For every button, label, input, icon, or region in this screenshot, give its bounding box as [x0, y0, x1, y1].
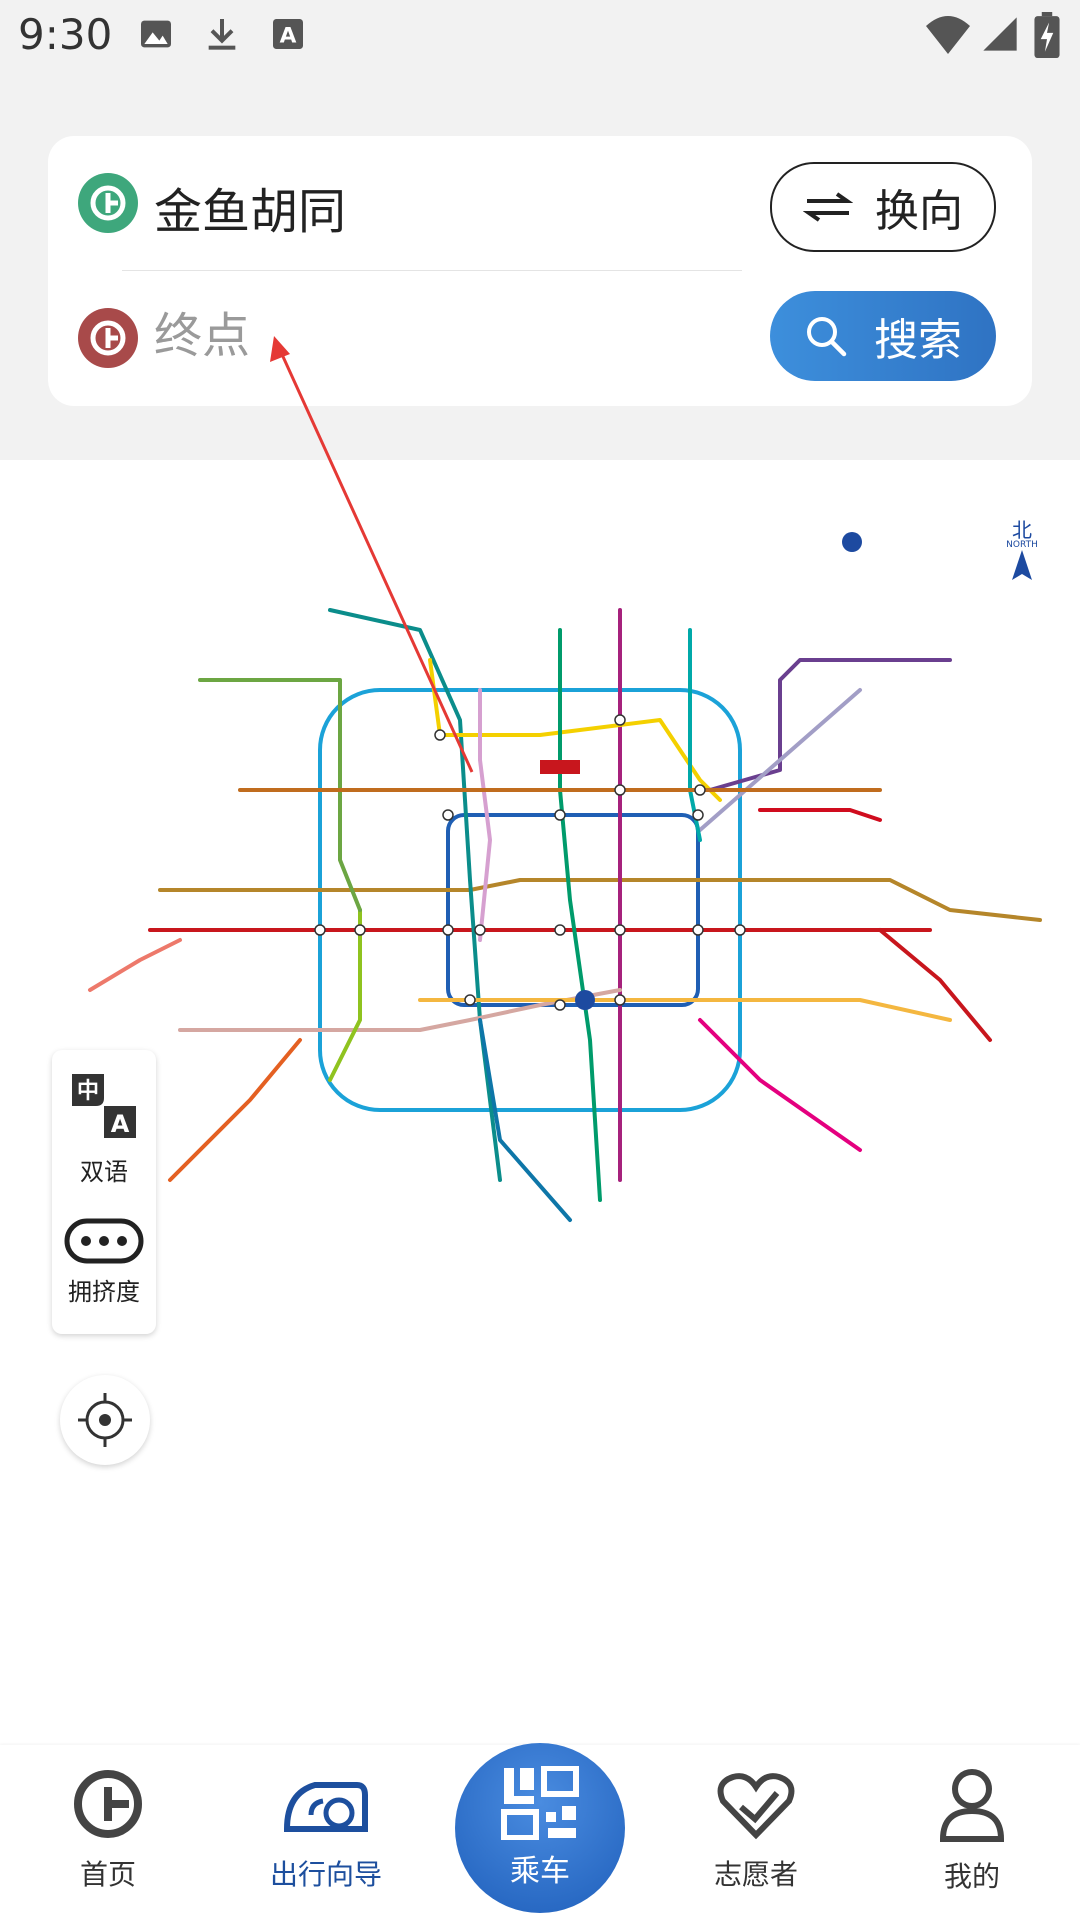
- bilingual-label: 双语: [80, 1158, 128, 1186]
- nav-home-label: 首页: [79, 1858, 136, 1891]
- swap-icon: [803, 192, 853, 222]
- nav-ride-button[interactable]: 乘车: [455, 1743, 625, 1913]
- search-label: 搜索: [874, 315, 962, 366]
- subway-map-diagram[interactable]: [0, 460, 1080, 1745]
- end-station-logo-icon: [78, 308, 138, 368]
- nav-volunteer-label: 志愿者: [713, 1858, 798, 1891]
- locate-button[interactable]: [60, 1375, 150, 1465]
- svg-text:A: A: [280, 23, 297, 48]
- nav-mine[interactable]: 我的: [902, 1767, 1042, 1895]
- status-bar: 9:30 A: [0, 0, 1080, 80]
- end-station-input[interactable]: [154, 304, 714, 368]
- search-icon: [807, 317, 847, 357]
- bottom-nav: 首页 出行向导 乘车 志愿者: [0, 1743, 1080, 1920]
- north-en-label: NORTH: [1006, 540, 1038, 550]
- wifi-icon: [926, 16, 970, 54]
- crowd-level-button[interactable]: 拥挤度: [52, 1218, 156, 1307]
- compass-arrow-icon: [1012, 550, 1032, 580]
- heart-hand-icon: [717, 1773, 795, 1840]
- download-icon: [208, 19, 236, 50]
- crowd-icon: [64, 1218, 144, 1264]
- image-icon: [141, 20, 171, 48]
- svg-text:A: A: [111, 1110, 130, 1138]
- status-time: 9:30: [18, 10, 113, 59]
- nav-volunteer[interactable]: 志愿者: [686, 1767, 826, 1893]
- text-icon: A: [273, 19, 303, 49]
- qr-code-icon: [501, 1766, 579, 1840]
- start-station[interactable]: 金鱼胡同: [154, 184, 347, 240]
- swap-button[interactable]: 换向: [770, 162, 996, 252]
- nav-mine-label: 我的: [943, 1860, 1000, 1893]
- start-station-logo-icon: [78, 173, 138, 233]
- battery-charging-icon: [1034, 12, 1060, 58]
- map-tools-panel: 中 A 双语 拥挤度: [52, 1050, 156, 1334]
- subway-logo-icon: [74, 1770, 142, 1838]
- crosshair-icon: [78, 1393, 132, 1447]
- nav-ride-label: 乘车: [510, 1854, 570, 1889]
- nav-travel-guide-label: 出行向导: [269, 1858, 382, 1891]
- nav-home[interactable]: 首页: [38, 1767, 178, 1893]
- signal-icon: [983, 17, 1017, 51]
- crowd-label: 拥挤度: [68, 1278, 140, 1306]
- north-label: 北: [1012, 518, 1032, 542]
- search-button[interactable]: 搜索: [770, 291, 996, 381]
- input-divider: [122, 270, 742, 271]
- subway-map[interactable]: 北 NORTH: [0, 460, 1080, 1745]
- translate-icon: 中 A: [72, 1074, 136, 1138]
- nav-travel-guide[interactable]: 出行向导: [256, 1767, 396, 1893]
- user-icon: [939, 1769, 1005, 1842]
- travel-guide-icon: [283, 1782, 368, 1832]
- bilingual-toggle-button[interactable]: 中 A 双语: [52, 1068, 156, 1187]
- svg-text:中: 中: [77, 1079, 99, 1104]
- swap-label: 换向: [875, 186, 963, 237]
- north-indicator: 北 NORTH: [1002, 520, 1042, 588]
- route-card: 金鱼胡同 换向 搜索: [48, 136, 1032, 406]
